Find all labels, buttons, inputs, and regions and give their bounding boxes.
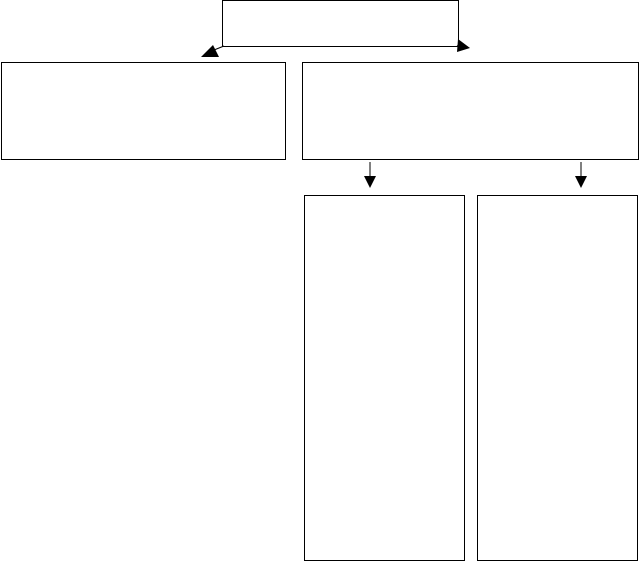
lower-right-box <box>477 195 638 561</box>
lower-left-box <box>304 195 465 561</box>
left-box <box>1 62 286 160</box>
arrowhead-right-to-lower-left <box>364 176 376 188</box>
arrowhead-top-to-right <box>457 39 470 52</box>
top-box <box>222 0 459 47</box>
arrowhead-top-to-left <box>201 45 219 57</box>
arrowhead-right-to-lower-right <box>575 176 587 188</box>
right-box <box>302 62 639 160</box>
